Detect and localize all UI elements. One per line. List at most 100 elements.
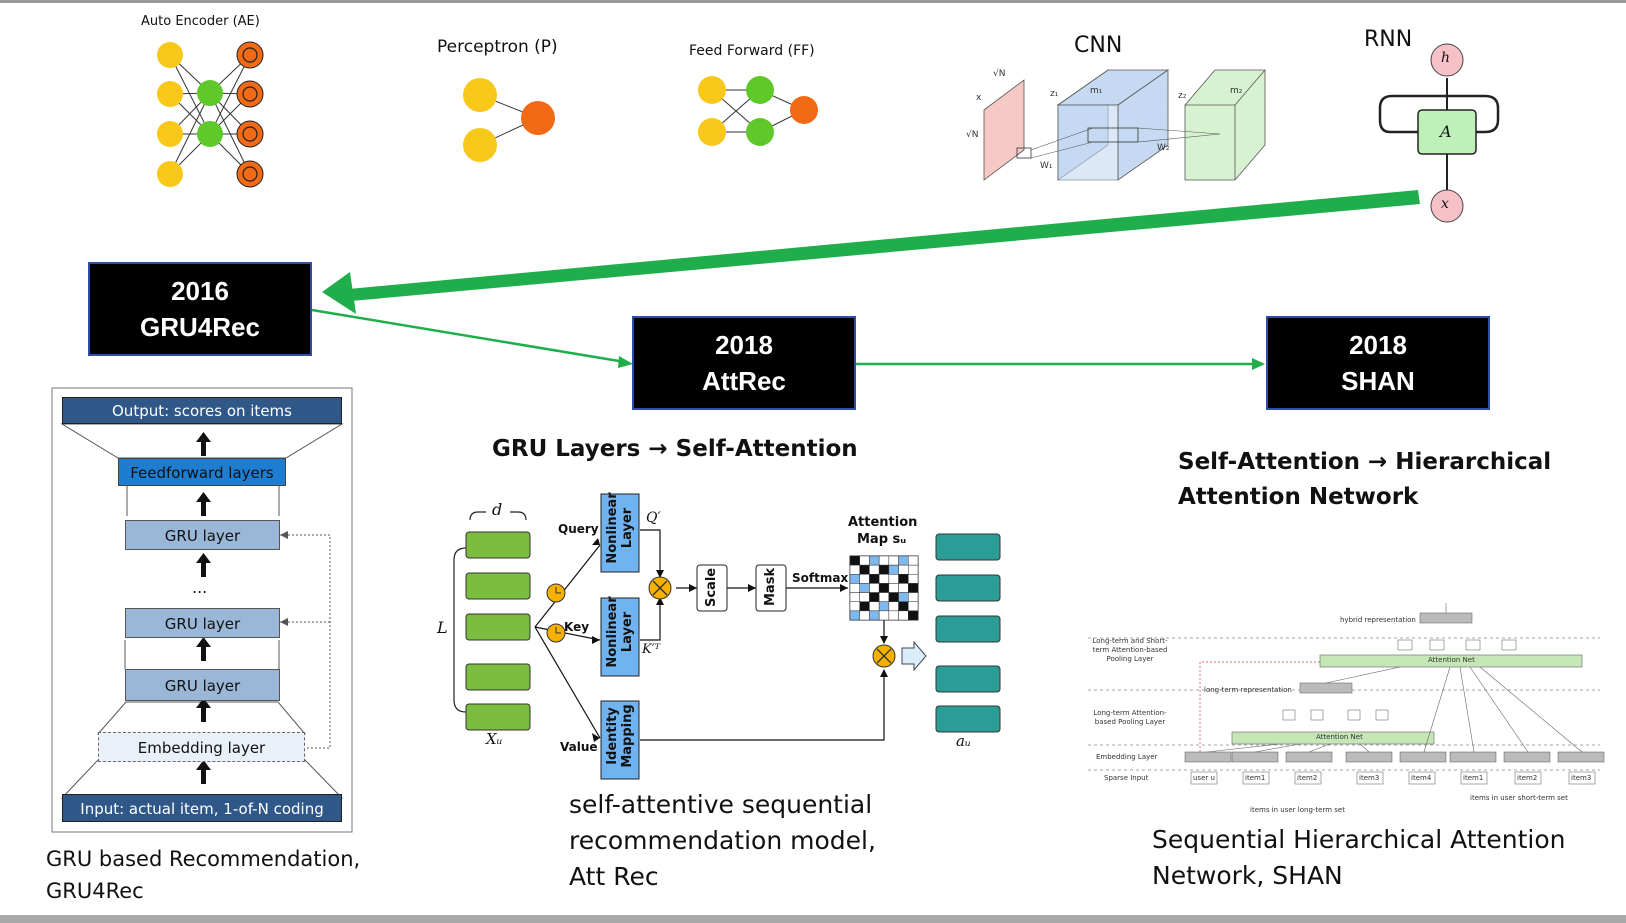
attrec-identity-mapping: Identity Mapping <box>605 704 635 768</box>
shan-sparse-label: Sparse Input <box>1104 774 1149 782</box>
rnn-label: RNN <box>1364 27 1413 52</box>
attention-map-cell <box>898 592 909 602</box>
shan-lt-pool-label: Long-term Attention-based Pooling Layer <box>1093 709 1167 726</box>
attention-map-cell <box>898 610 909 621</box>
shan-short-item1-node: item1 <box>1463 774 1484 782</box>
attention-map-cell <box>859 592 870 602</box>
gru4rec-to-attrec-arrow <box>311 308 633 368</box>
attention-map-cell <box>849 574 860 584</box>
attention-map-cell <box>869 601 880 612</box>
shan-long-set-label: items in user long-term set <box>1250 806 1345 814</box>
milestone-gru4rec-name: GRU4Rec <box>140 312 260 342</box>
attrec-caption: self-attentive sequential recommendation… <box>569 787 876 895</box>
gru4rec-caption-line2: GRU4Rec <box>46 879 144 903</box>
gru4rec-gru-box-1: GRU layer <box>125 520 280 550</box>
svg-text:z₂: z₂ <box>1178 91 1187 101</box>
shan-diagram <box>1088 603 1605 785</box>
gru4rec-gru-box-2: GRU layer <box>125 608 280 638</box>
feedforward-graph <box>698 76 818 146</box>
svg-text:√N: √N <box>966 129 978 140</box>
rnn-diagram <box>1378 43 1500 223</box>
attention-map-cell <box>878 555 890 566</box>
gru4rec-caption-line1: GRU based Recommendation, <box>46 847 361 871</box>
attention-map-cell <box>908 574 919 584</box>
attrec-heading: GRU Layers → Self-Attention <box>492 436 858 462</box>
attrec-a-label: aᵤ <box>956 732 971 750</box>
svg-text:√N: √N <box>993 68 1005 79</box>
attrec-nonlinear-layer-2: Nonlinear Layer <box>605 596 635 668</box>
attention-map-cell <box>869 564 880 575</box>
shan-item1-node: item1 <box>1245 774 1266 782</box>
gru4rec-embedding-box: Embedding layer <box>98 732 305 762</box>
attention-map-cell <box>888 574 899 584</box>
attention-map-cell <box>898 601 909 612</box>
svg-text:m₂: m₂ <box>1230 86 1243 96</box>
rnn-a-label: A <box>1440 122 1452 141</box>
shan-heading-line2: Attention Network <box>1178 484 1419 510</box>
attention-map-cell <box>888 592 899 602</box>
attention-map-cell <box>888 555 899 566</box>
attention-map-cell <box>849 610 860 621</box>
attention-map-cell <box>898 583 909 593</box>
attrec-attention-map-label-1: Attention <box>848 515 918 530</box>
attention-map-cell <box>888 601 899 612</box>
attrec-query-label: Query <box>558 522 599 536</box>
attention-map-cell <box>859 555 870 566</box>
gru4rec-ellipsis: ... <box>192 578 208 597</box>
attention-map-cell <box>878 592 890 602</box>
attention-map-cell <box>869 574 880 584</box>
attention-map-cell <box>849 555 860 566</box>
attrec-scale-label: Scale <box>704 567 719 607</box>
attention-map-cell <box>878 574 890 584</box>
svg-text:z₁: z₁ <box>1050 89 1059 99</box>
gru4rec-feedforward-box: Feedforward layers <box>118 458 286 486</box>
milestone-shan: 2018 SHAN <box>1266 316 1490 410</box>
shan-item2-node: item2 <box>1297 774 1318 782</box>
attrec-mask-label: Mask <box>763 567 778 606</box>
top-border <box>0 0 1626 3</box>
shan-long-term-rep-label: long-term representation <box>1204 686 1292 694</box>
attention-map-cell <box>859 564 870 575</box>
attention-map-cell <box>908 592 919 602</box>
attrec-caption-line1: self-attentive sequential <box>569 790 873 819</box>
milestone-attrec: 2018 AttRec <box>632 316 856 410</box>
attrec-q-prime: Q′ <box>646 510 661 526</box>
perceptron-label: Perceptron (P) <box>437 37 558 57</box>
shan-short-set-label: items in user short-term set <box>1470 794 1568 802</box>
attention-map-cell <box>898 555 909 566</box>
attrec-caption-line3: Att Rec <box>569 862 659 891</box>
shan-short-item3-node: item3 <box>1571 774 1592 782</box>
attention-map-cell <box>859 610 870 621</box>
shan-caption-line1: Sequential Hierarchical Attention <box>1152 825 1566 854</box>
gru4rec-output-box: Output: scores on items <box>62 397 342 424</box>
perceptron-graph <box>463 78 555 162</box>
rnn-h-label: h <box>1441 50 1451 66</box>
attention-map-cell <box>869 555 880 566</box>
bottom-border <box>0 915 1626 923</box>
shan-item4-node: item4 <box>1411 774 1432 782</box>
gru4rec-caption: GRU based Recommendation, GRU4Rec <box>46 843 360 907</box>
attention-map-cell <box>898 574 909 584</box>
attrec-caption-line2: recommendation model, <box>569 826 876 855</box>
attention-map-cell <box>869 592 880 602</box>
cnn-label: CNN <box>1074 33 1123 58</box>
attention-map-cell <box>878 610 890 621</box>
shan-user-node: user u <box>1193 774 1215 782</box>
milestone-gru4rec-year: 2016 <box>171 276 229 306</box>
shan-caption-line2: Network, SHAN <box>1152 861 1343 890</box>
shan-item3-node: item3 <box>1359 774 1380 782</box>
autoencoder-label: Auto Encoder (AE) <box>141 14 260 29</box>
attention-map-cell <box>859 583 870 593</box>
attrec-to-shan-arrow <box>856 358 1265 370</box>
rnn-to-gru4rec-arrow <box>322 190 1420 314</box>
shan-heading-line1: Self-Attention → Hierarchical <box>1178 449 1552 475</box>
attention-map-cell <box>849 583 860 593</box>
attention-map-cell <box>888 610 899 621</box>
svg-text:W₂: W₂ <box>1157 143 1170 153</box>
attrec-attention-map-label-2: Map sᵤ <box>857 532 907 547</box>
autoencoder-graph <box>157 41 264 188</box>
attention-map-cell <box>869 610 880 621</box>
attention-map-cell <box>849 601 860 612</box>
attention-map-grid <box>849 555 919 621</box>
shan-att-net-top: Attention Net <box>1428 656 1475 664</box>
